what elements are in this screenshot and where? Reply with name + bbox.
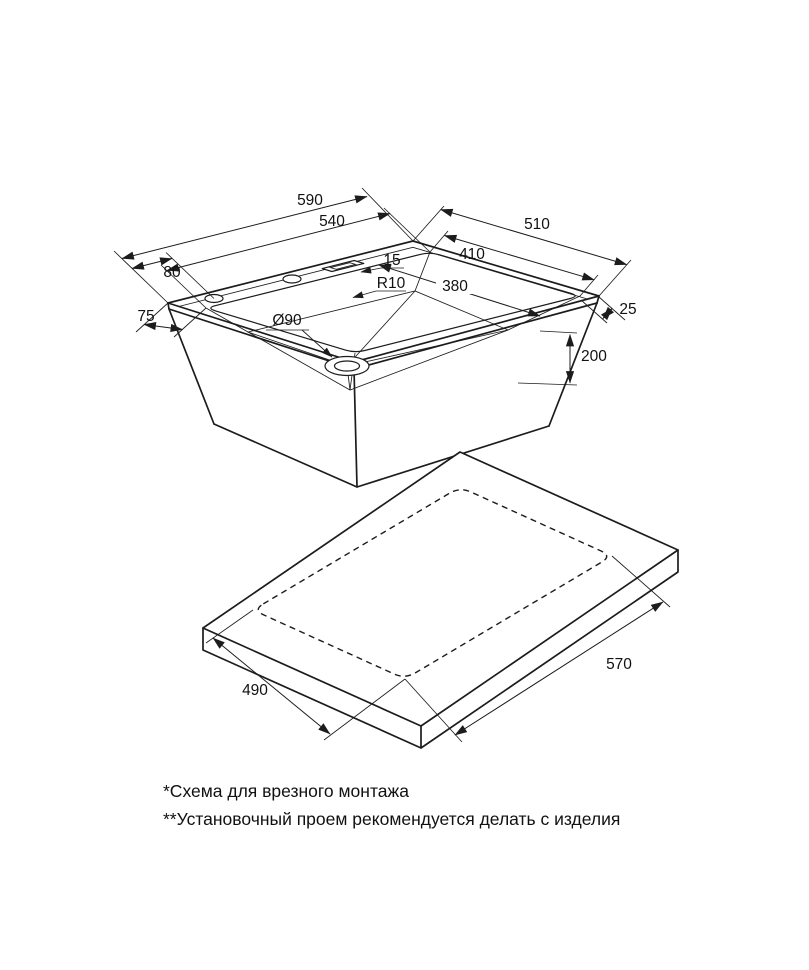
dim-label-overall-width: 590 [297, 192, 323, 209]
dimension-25: 25 [580, 296, 637, 324]
note-line-1: *Схема для врезного монтажа [163, 781, 409, 801]
dim-label-bowl-bottom: 380 [442, 278, 468, 295]
notes: *Схема для врезного монтажа **Установочн… [163, 781, 620, 829]
dimension-80: 80 [131, 252, 215, 299]
dim-label-ledge-left: 75 [137, 308, 154, 325]
note-line-2: **Установочный проем рекомендуется делат… [163, 809, 620, 829]
faucet-hole-2 [282, 274, 302, 284]
dim-label-drain-diameter: Ø90 [272, 312, 302, 329]
dimension-75: 75 [135, 302, 207, 338]
dim-label-overall-depth: 510 [524, 216, 550, 233]
cutout-outline-dashed [257, 489, 608, 677]
dimension-410: 410 [429, 230, 599, 297]
dim-label-edge-width: 15 [383, 252, 400, 269]
drain-opening [324, 355, 370, 377]
dim-label-corner-radius: R10 [377, 275, 406, 292]
dimension-540: 540 [160, 207, 431, 309]
dimension-490: 490 [205, 609, 406, 741]
dimension-drain: Ø90 [266, 312, 333, 358]
dim-label-cutout-depth: 490 [242, 682, 268, 699]
dimension-380: 380 [378, 264, 541, 317]
dim-label-hole-offset: 80 [163, 264, 181, 281]
dim-label-bowl-width: 540 [319, 213, 345, 230]
dimension-570: 570 [404, 555, 671, 743]
dim-380-label-bg [436, 278, 474, 294]
dimension-200: 200 [517, 330, 607, 386]
sink-bowl-opening [210, 252, 576, 353]
dim-label-cutout-width: 570 [606, 656, 632, 673]
countertop-slab [202, 451, 679, 749]
drain-inner-ring [333, 360, 361, 372]
sink-isometric-view: 590 540 510 410 80 [113, 187, 637, 488]
dim-label-bowl-depth: 410 [459, 246, 485, 263]
slab-top-face [202, 451, 679, 727]
dim-label-ledge-right: 25 [619, 301, 636, 318]
cutout-template-view: 490 570 [202, 451, 679, 749]
dim-label-bowl-height: 200 [581, 348, 607, 365]
